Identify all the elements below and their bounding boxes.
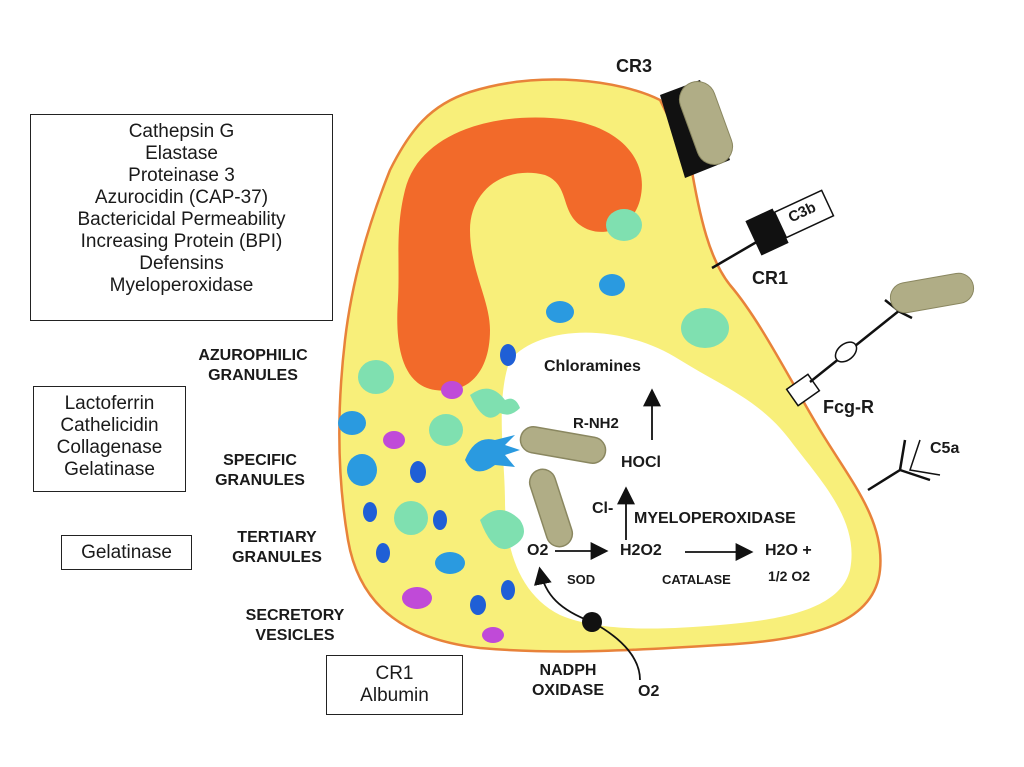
phagocytosed-bacteria <box>519 426 607 548</box>
h2o-label: H2O + <box>765 542 812 559</box>
content-item: Gelatinase <box>81 542 172 563</box>
content-item: Defensins <box>139 253 224 274</box>
catalase-label: CATALASE <box>662 572 731 587</box>
tertiary-granules-label: TERTIARY GRANULES <box>212 528 342 568</box>
cr1-label: CR1 <box>752 268 789 288</box>
secretory-contents-box: CR1 Albumin <box>326 655 463 715</box>
content-item: Azurocidin (CAP-37) <box>94 187 269 208</box>
azurophilic-granules <box>363 344 516 615</box>
o2-label: O2 <box>527 542 549 559</box>
label-line: NADPH <box>539 662 597 679</box>
cl-label: Cl- <box>592 500 614 517</box>
myeloperoxidase-label: MYELOPEROXIDASE <box>634 510 796 527</box>
label-line: GRANULES <box>215 472 305 489</box>
sod-label: SOD <box>567 572 596 587</box>
content-item: Elastase <box>145 143 218 164</box>
fcg-receptor <box>785 272 975 407</box>
content-item: Gelatinase <box>64 459 155 480</box>
content-item: Myeloperoxidase <box>109 275 254 296</box>
azurophilic-granules-label: AZUROPHILIC GRANULES <box>178 346 328 386</box>
nucleus <box>397 117 642 391</box>
c5a-label: C5a <box>930 440 960 457</box>
cr1-receptor <box>711 189 835 270</box>
half-o2-label: 1/2 O2 <box>768 568 811 584</box>
r-nh2-label: R-NH2 <box>573 415 619 432</box>
nadph-oxidase-complex <box>582 612 602 632</box>
o2-outside-label: O2 <box>638 683 660 700</box>
fcg-r-label: Fcg-R <box>823 397 874 417</box>
label-line: SECRETORY <box>245 607 345 624</box>
tertiary-contents-box: Gelatinase <box>61 535 192 570</box>
content-item: Albumin <box>360 685 429 706</box>
tertiary-granules <box>338 274 625 574</box>
specific-contents-box: Lactoferrin Cathelicidin Collagenase Gel… <box>33 386 186 492</box>
specific-granules-label: SPECIFIC GRANULES <box>195 451 325 491</box>
degranulating-granule <box>465 435 520 472</box>
nadph-oxidase-label: NADPH OXIDASE <box>513 661 623 701</box>
phagosome-vacuole <box>501 332 852 629</box>
content-item: Cathelicidin <box>60 415 159 436</box>
content-item: CR1 <box>375 663 414 684</box>
label-line: TERTIARY <box>237 529 317 546</box>
azurophilic-contents-box: Cathepsin G Elastase Proteinase 3 Azuroc… <box>30 114 333 321</box>
label-line: OXIDASE <box>531 682 604 699</box>
content-item: Increasing Protein (BPI) <box>80 231 283 252</box>
content-item: Lactoferrin <box>64 393 155 414</box>
content-item: Cathepsin G <box>128 121 235 142</box>
cr3-label: CR3 <box>616 56 653 76</box>
h2o2-label: H2O2 <box>620 542 662 559</box>
secretory-vesicles <box>383 381 504 643</box>
hocl-label: HOCl <box>621 454 661 471</box>
content-item: Collagenase <box>56 437 163 458</box>
content-item: Proteinase 3 <box>128 165 235 186</box>
label-line: AZUROPHILIC <box>198 347 308 364</box>
content-item: Bactericidal Permeability <box>77 209 286 230</box>
label-line: SPECIFIC <box>223 452 297 469</box>
label-line: GRANULES <box>208 367 298 384</box>
specific-granules <box>358 209 729 550</box>
c5a-receptor <box>867 439 941 492</box>
label-line: VESICLES <box>255 627 335 644</box>
label-line: GRANULES <box>232 549 322 566</box>
chloramines-label: Chloramines <box>544 358 641 375</box>
cr3-receptor <box>660 80 734 178</box>
secretory-vesicles-label: SECRETORY VESICLES <box>225 606 365 646</box>
